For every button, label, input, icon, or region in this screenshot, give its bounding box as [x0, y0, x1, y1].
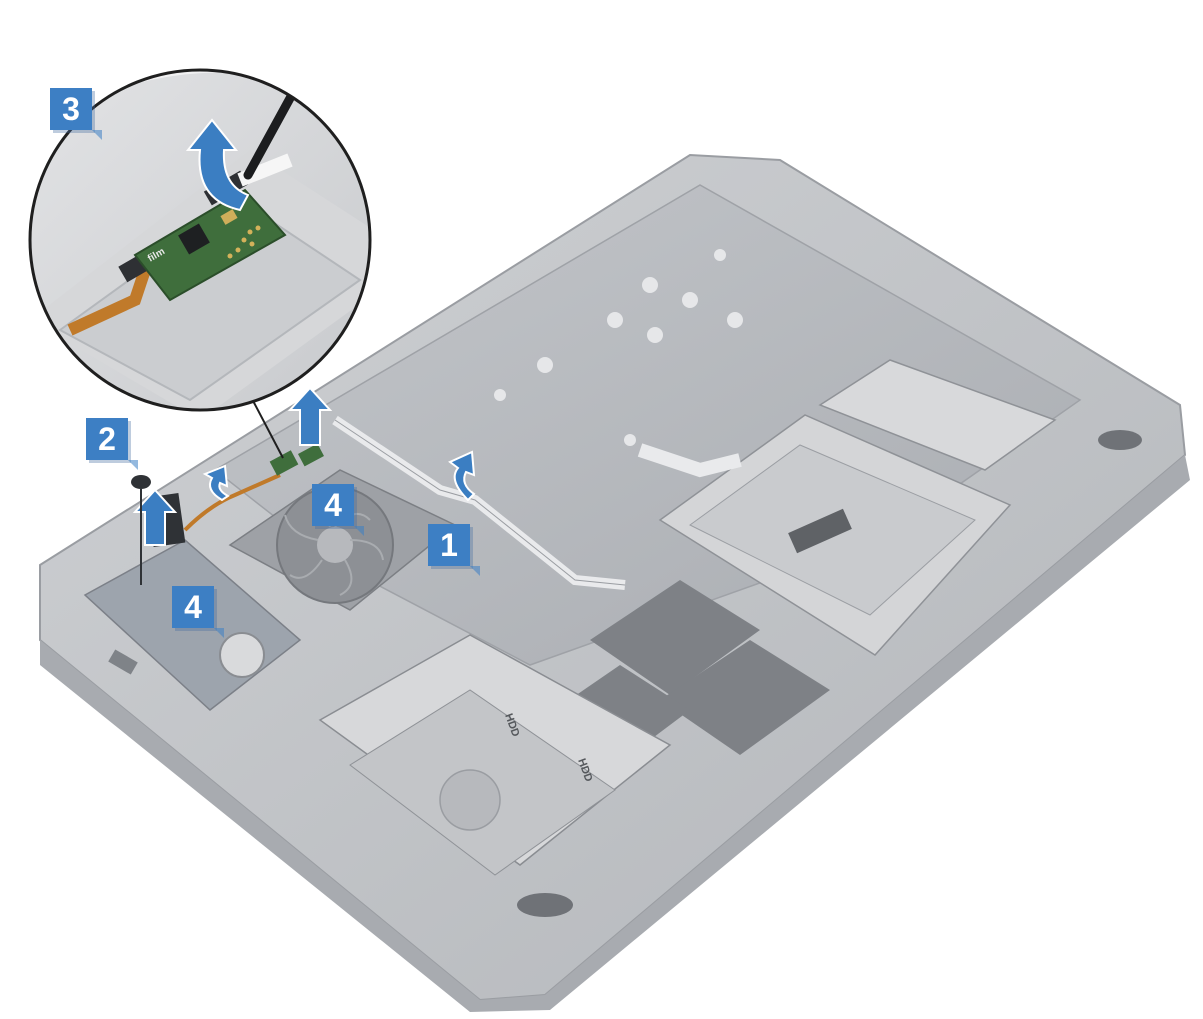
- callout-step-2: 2: [86, 418, 138, 470]
- right-hinge-bracket: [818, 359, 1057, 471]
- callout-step-1: 1: [428, 524, 480, 576]
- fingerprint-flex-cable: [67, 268, 151, 336]
- screw-icon: [131, 475, 151, 585]
- touchpad-connector: [788, 508, 852, 554]
- lift-arrows: [132, 386, 476, 546]
- palmrest-chassis: HDD HDD: [39, 153, 1190, 1012]
- callout-step-3: 3: [50, 88, 102, 140]
- fingerprint-chip: [178, 223, 210, 255]
- system-fan: [228, 469, 457, 611]
- arrow-up-icon: [132, 488, 178, 546]
- callout-step-4-top: 4: [312, 484, 364, 536]
- arrow-up-icon: [287, 386, 333, 446]
- touchpad-flex-cable: [637, 443, 742, 478]
- power-button-flex: [183, 473, 281, 532]
- curved-arrow-icon: [202, 464, 230, 502]
- coin-cell-battery: [219, 632, 265, 678]
- right-speaker: [1098, 430, 1142, 450]
- zoom-leader-line: [249, 394, 284, 459]
- fingerprint-pcb: [133, 188, 287, 302]
- left-speaker: [517, 893, 573, 917]
- curved-arrow-icon: [448, 450, 476, 502]
- usb-port: [108, 649, 138, 675]
- fingerprint-board-small: [269, 443, 324, 476]
- callout-step-4-bottom: 4: [172, 586, 224, 638]
- hard-drive-assembly: HDD HDD: [318, 634, 672, 876]
- plate-holes: [494, 249, 743, 446]
- curved-arrow-icon: [185, 118, 250, 212]
